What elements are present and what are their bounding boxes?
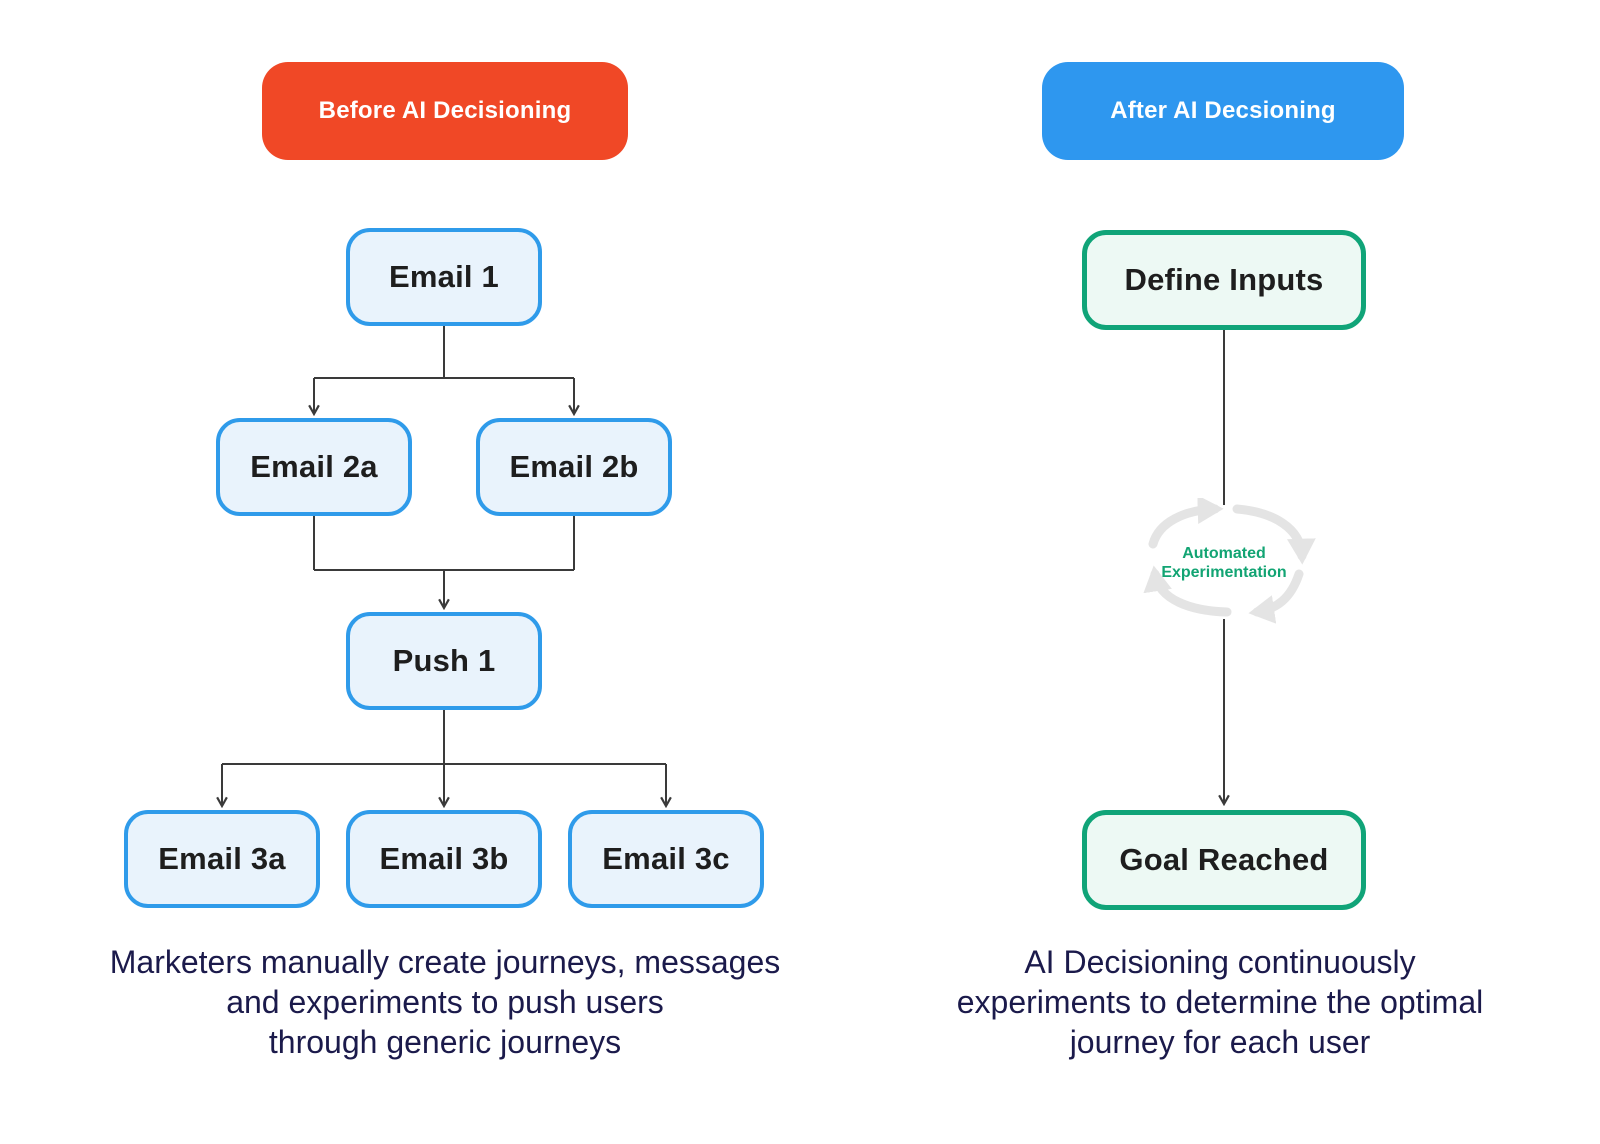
node-define-inputs: Define Inputs	[1082, 230, 1366, 330]
loop-label-line-1: Automated	[1182, 545, 1266, 562]
loop-arc-top	[1148, 498, 1224, 549]
after-ai-header: After AI Decsioning	[1042, 62, 1404, 160]
after-caption-line-1: AI Decisioning continuously	[1024, 944, 1416, 980]
loop-arc-left	[1143, 565, 1232, 617]
loop-label-line-2: Experimentation	[1161, 564, 1287, 581]
node-goal-reached: Goal Reached	[1082, 810, 1366, 910]
node-email-3c: Email 3c	[568, 810, 764, 908]
after-caption-line-2: experiments to determine the optimal	[956, 984, 1484, 1020]
before-caption: Marketers manually create journeys, mess…	[95, 942, 795, 1062]
after-caption-line-3: journey for each user	[1069, 1024, 1371, 1060]
node-email-3a: Email 3a	[124, 810, 320, 908]
before-ai-header: Before AI Decisioning	[262, 62, 628, 160]
before-caption-line-2: and experiments to push users	[226, 984, 664, 1020]
loop-arc-right	[1232, 504, 1316, 565]
before-caption-line-3: through generic journeys	[268, 1024, 622, 1060]
loop-mask	[1131, 505, 1317, 619]
after-caption: AI Decisioning continuously experiments …	[870, 942, 1570, 1062]
before-caption-line-1: Marketers manually create journeys, mess…	[109, 944, 781, 980]
automated-experimentation-label: Automated Experimentation	[1129, 498, 1319, 628]
loop-arc-bottom	[1248, 569, 1304, 624]
cycle-arrows-icon	[1131, 498, 1317, 624]
node-push-1: Push 1	[346, 612, 542, 710]
node-email-1: Email 1	[346, 228, 542, 326]
node-email-2b: Email 2b	[476, 418, 672, 516]
node-email-3b: Email 3b	[346, 810, 542, 908]
node-email-2a: Email 2a	[216, 418, 412, 516]
